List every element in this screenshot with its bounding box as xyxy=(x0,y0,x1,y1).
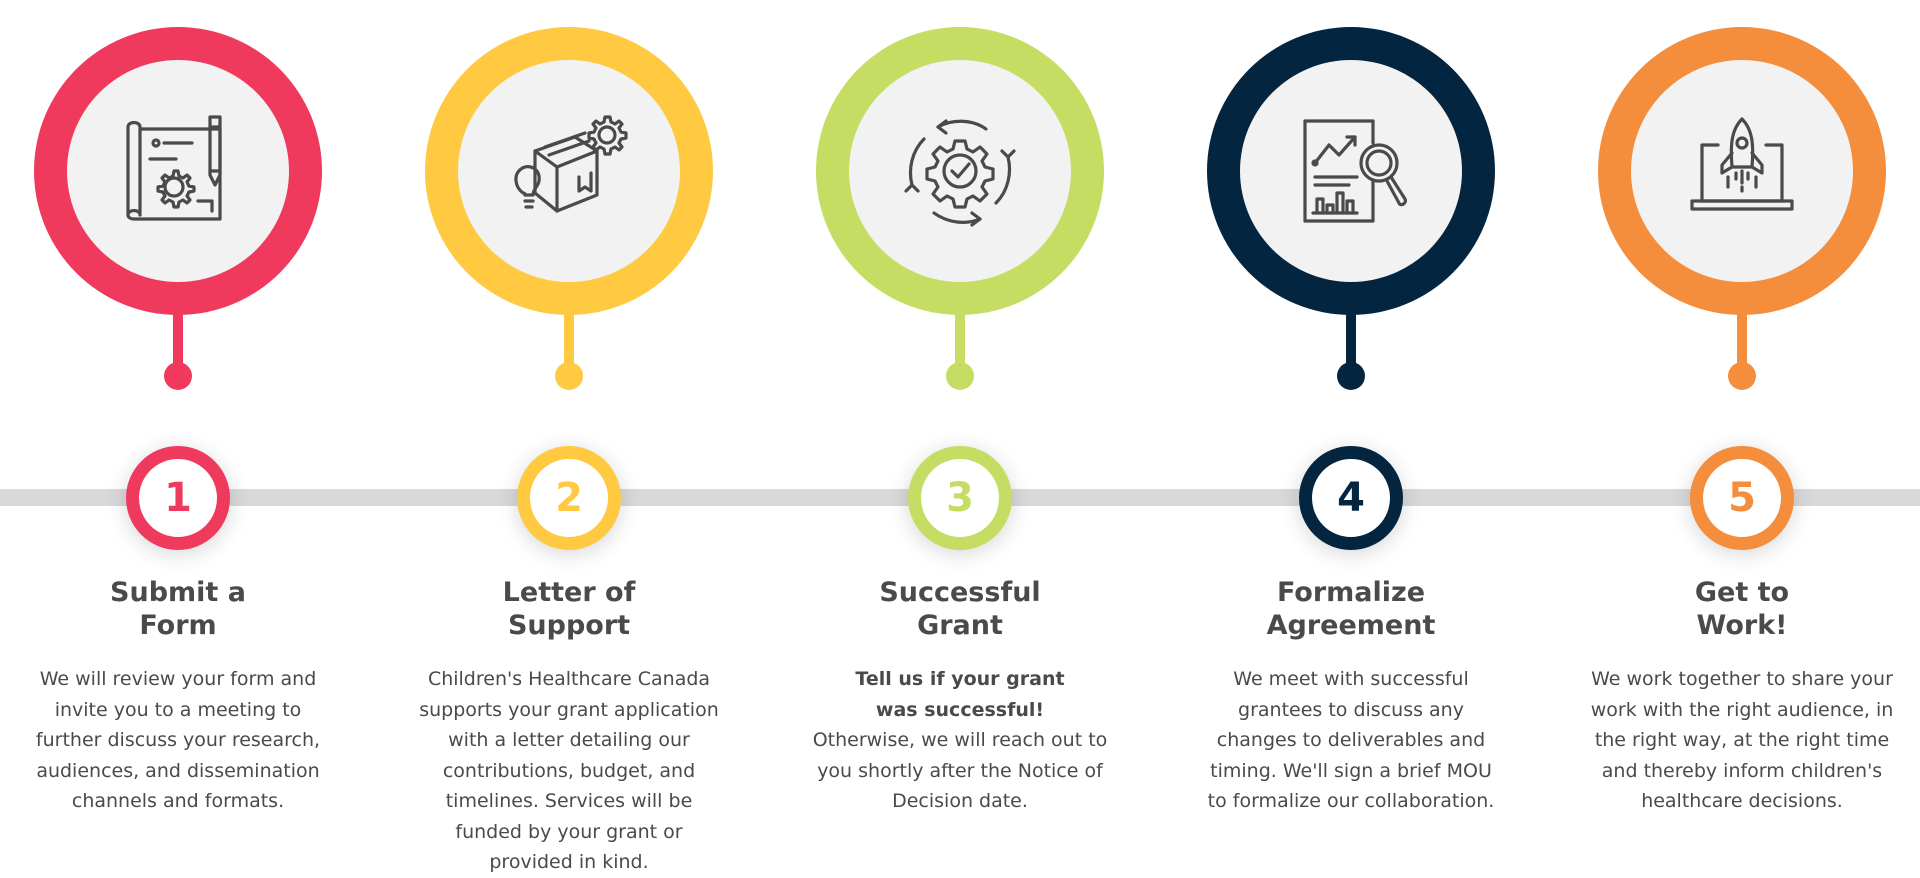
icon-ring xyxy=(1598,27,1886,315)
step-title-line2: Grant xyxy=(917,610,1003,641)
step-description: Children's Healthcare Canada supports yo… xyxy=(419,668,719,873)
step-4: 4 Formalize Agreement We meet with succe… xyxy=(1173,0,1565,834)
icon-ring xyxy=(425,27,713,315)
step-3: 3 Successful Grant Tell us if your grant… xyxy=(782,0,1174,834)
connector-dot xyxy=(555,362,583,390)
laptop-rocket-icon xyxy=(1631,60,1853,282)
icon-ring xyxy=(1207,27,1495,315)
step-title-line2: Form xyxy=(139,610,217,641)
step-title-line2: Agreement xyxy=(1266,610,1436,641)
step-title: Formalize Agreement xyxy=(1229,576,1473,642)
step-number-badge: 1 xyxy=(126,446,230,550)
icon-ring xyxy=(34,27,322,315)
connector-dot xyxy=(164,362,192,390)
step-description: Tell us if your grant was successful! Ot… xyxy=(808,664,1112,817)
step-title-line1: Get to xyxy=(1694,577,1790,608)
box-gear-lightbulb-icon xyxy=(458,60,680,282)
connector-stem xyxy=(1346,312,1356,372)
connector-dot xyxy=(946,362,974,390)
connector-dot xyxy=(1728,362,1756,390)
step-5: 5 Get to Work! We work together to share… xyxy=(1564,0,1920,834)
connector-stem xyxy=(564,312,574,372)
connector-stem xyxy=(955,312,965,372)
step-title: Submit a Form xyxy=(56,576,300,642)
icon-ring xyxy=(816,27,1104,315)
step-description-highlight-line1: Tell us if your grant xyxy=(855,668,1065,690)
step-title-line2: Work! xyxy=(1696,610,1788,641)
gear-check-cycle-icon xyxy=(849,60,1071,282)
step-title-line1: Submit a xyxy=(110,577,246,608)
step-number-badge: 2 xyxy=(517,446,621,550)
blueprint-gear-pencil-icon xyxy=(67,60,289,282)
step-title: Get to Work! xyxy=(1620,576,1864,642)
step-title-line1: Letter of xyxy=(502,577,636,608)
step-title-line1: Formalize xyxy=(1276,577,1426,608)
step-title: Successful Grant xyxy=(838,576,1082,642)
step-description: We work together to share your work with… xyxy=(1590,668,1894,812)
connector-stem xyxy=(1737,312,1747,372)
step-number-badge: 5 xyxy=(1690,446,1794,550)
connector-stem xyxy=(173,312,183,372)
step-number-badge: 4 xyxy=(1299,446,1403,550)
step-title: Letter of Support xyxy=(447,576,691,642)
connector-dot xyxy=(1337,362,1365,390)
step-1: 1 Submit a Form We will review your form… xyxy=(0,0,392,834)
step-title-line2: Support xyxy=(507,610,631,641)
step-number: 5 xyxy=(1728,475,1756,521)
step-2: 2 Letter of Support Children's Healthcar… xyxy=(391,0,783,873)
step-number: 3 xyxy=(946,475,974,521)
step-description: We will review your form and invite you … xyxy=(35,668,321,812)
report-magnifier-icon xyxy=(1240,60,1462,282)
step-description-highlight-line2: was successful! xyxy=(875,698,1045,721)
step-number: 2 xyxy=(555,475,583,521)
step-description: We meet with successful grantees to disc… xyxy=(1207,668,1495,812)
step-number-badge: 3 xyxy=(908,446,1012,550)
step-number: 4 xyxy=(1337,475,1365,521)
step-number: 1 xyxy=(164,475,192,521)
step-description-text: Otherwise, we will reach out to you shor… xyxy=(812,729,1108,812)
step-title-line1: Successful xyxy=(879,577,1041,608)
